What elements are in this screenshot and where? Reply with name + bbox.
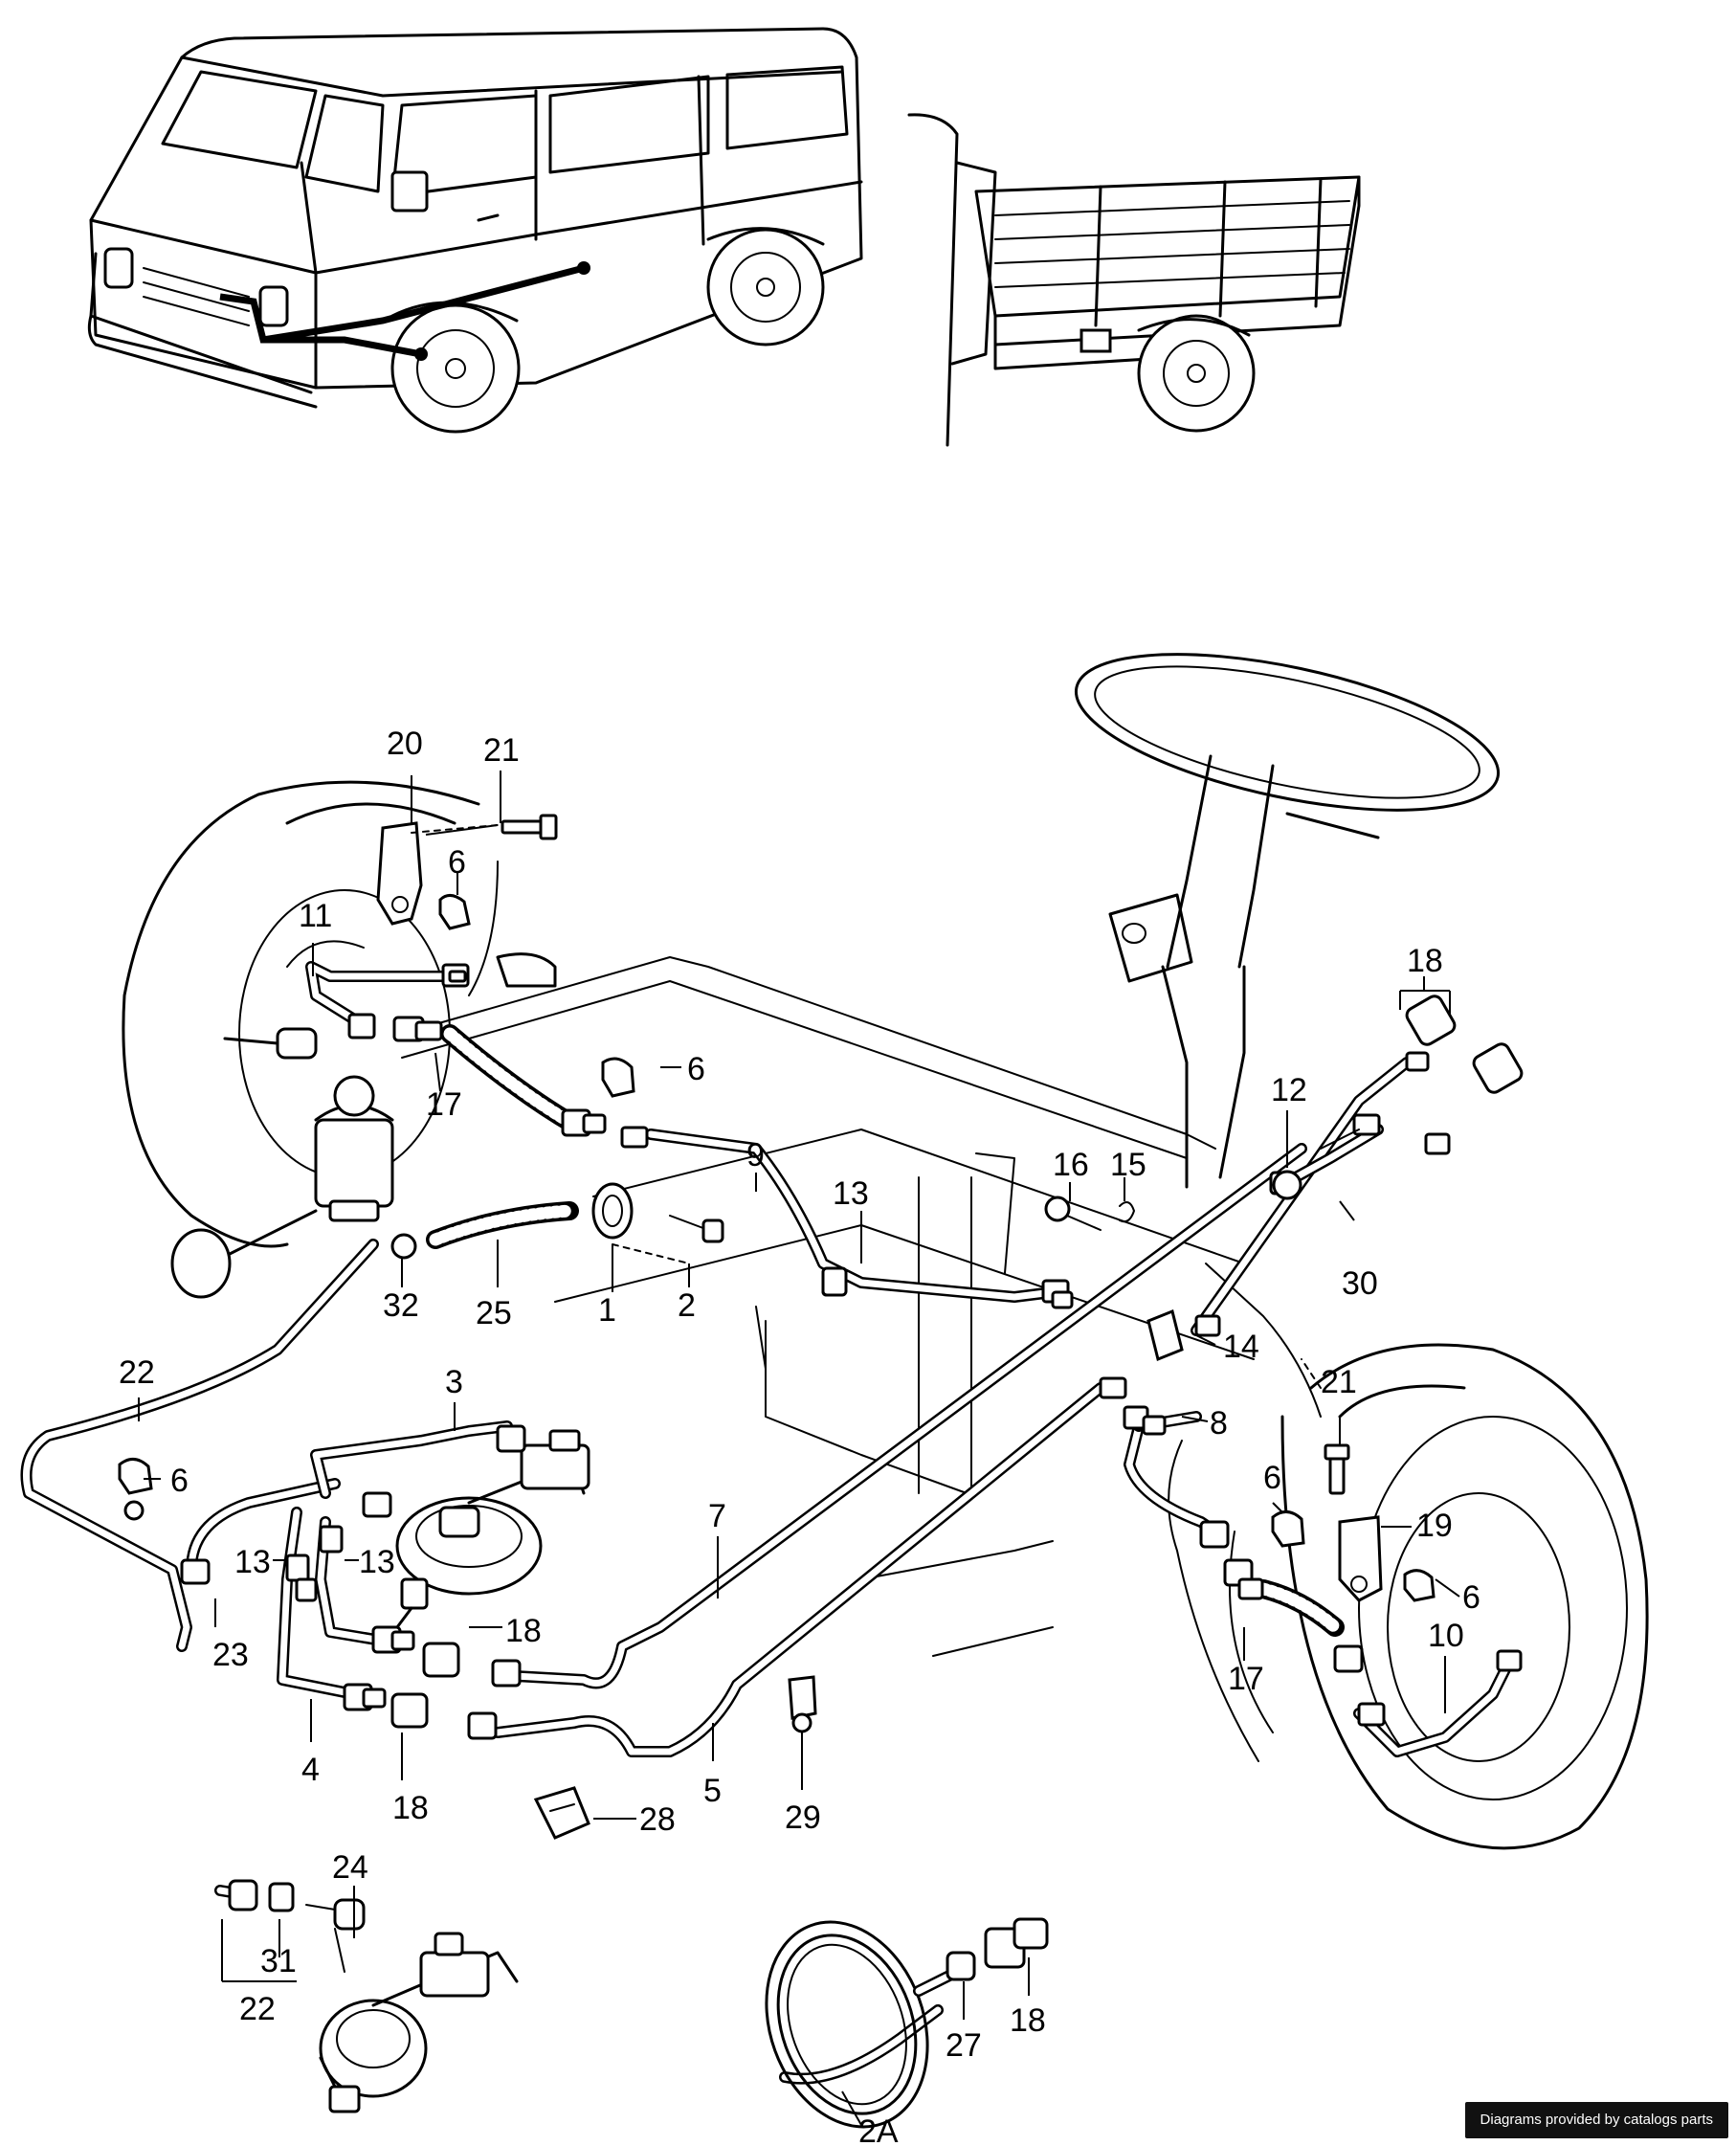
leader-lines: [138, 771, 1460, 1820]
callout-labels: 20 21 6 11 17 6 9 13 16 15 12 18 30 14 2…: [119, 726, 1480, 2146]
callout-15: 15: [1110, 1147, 1146, 1183]
callout-6: 6: [448, 844, 466, 881]
callout-2: 2: [678, 1287, 696, 1324]
small-parts: [118, 814, 1436, 1840]
callout-18: 18: [505, 1613, 542, 1649]
pickup-illustration: [907, 113, 1361, 447]
callout-10: 10: [1428, 1618, 1464, 1654]
master-cylinder-booster: [362, 1424, 590, 1629]
callout-27: 27: [946, 2027, 982, 2064]
callout-13: 13: [234, 1544, 271, 1580]
callout-2A: 2A: [858, 2113, 899, 2146]
brake-hoses: [426, 1024, 1345, 1637]
callout-17: 17: [1228, 1661, 1264, 1697]
callout-18: 18: [1407, 943, 1443, 979]
callout-21: 21: [483, 732, 520, 769]
callout-3: 3: [445, 1364, 463, 1400]
detail-inset-left: [214, 1879, 519, 2113]
detail-inset-center: [765, 1917, 1049, 2129]
callout-21: 21: [1321, 1364, 1357, 1400]
callout-17: 17: [426, 1086, 462, 1123]
callout-13: 13: [833, 1175, 869, 1212]
callout-13: 13: [359, 1544, 395, 1580]
callout-19: 19: [1416, 1508, 1453, 1544]
steering-column: [1074, 653, 1501, 1189]
callout-28: 28: [639, 1801, 676, 1838]
callout-5: 5: [703, 1773, 722, 1809]
callout-31: 31: [260, 1943, 297, 1979]
callout-29: 29: [785, 1800, 821, 1836]
callout-25: 25: [476, 1295, 512, 1331]
callout-23: 23: [212, 1637, 249, 1673]
callout-6: 6: [1263, 1460, 1281, 1496]
callout-14: 14: [1223, 1329, 1259, 1365]
callout-30: 30: [1342, 1265, 1378, 1302]
callout-6: 6: [170, 1463, 189, 1499]
callout-7: 7: [708, 1498, 726, 1534]
callout-22: 22: [239, 1991, 276, 2027]
callout-11: 11: [299, 898, 332, 934]
callout-22: 22: [119, 1354, 155, 1391]
credit-badge: Diagrams provided by catalogs parts: [1464, 2102, 1728, 2138]
callout-18: 18: [1010, 2002, 1046, 2039]
callout-9: 9: [746, 1137, 765, 1174]
callout-8: 8: [1210, 1405, 1228, 1442]
callout-6: 6: [1462, 1579, 1480, 1616]
brake-pipes: [20, 961, 1513, 2085]
callout-12: 12: [1271, 1072, 1307, 1108]
callout-24: 24: [332, 1849, 368, 1886]
callout-32: 32: [383, 1287, 419, 1324]
callout-4: 4: [301, 1752, 320, 1788]
callout-18: 18: [392, 1790, 429, 1826]
callout-20: 20: [387, 726, 423, 762]
callout-1: 1: [598, 1292, 616, 1329]
callout-16: 16: [1053, 1147, 1089, 1183]
van-illustration: [87, 27, 863, 434]
left-wheel: [122, 780, 557, 1299]
pipe-fittings: [180, 963, 1524, 1740]
callout-6: 6: [687, 1051, 705, 1087]
